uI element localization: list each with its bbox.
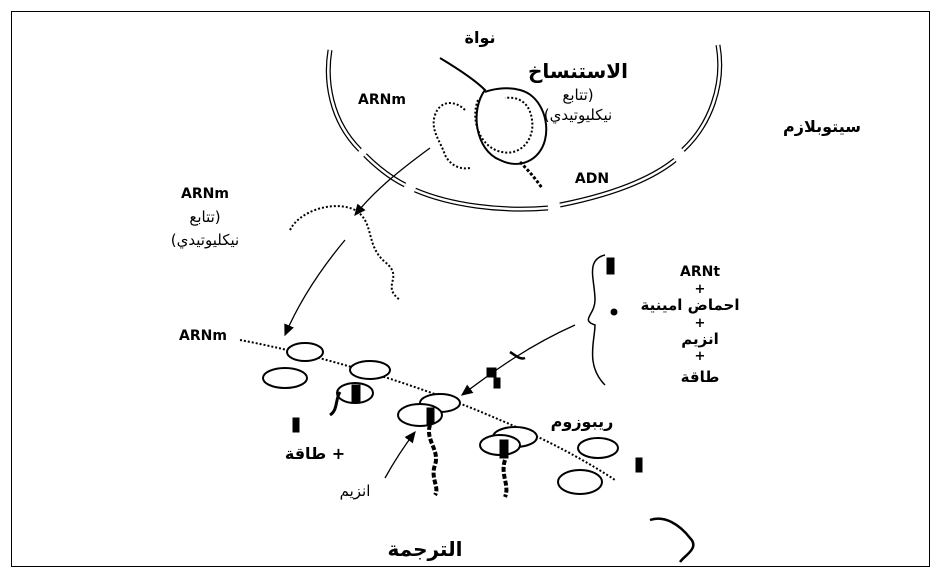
plus-3: +: [695, 349, 706, 364]
sequence-close-1: نيكليوتيدي): [544, 106, 612, 125]
amino-acids-label: احماض امينية: [641, 296, 740, 314]
energy-label-1: طاقة: [681, 368, 720, 386]
arnm-in-nucleus: [434, 103, 470, 168]
transcription-label: الاستنساخ: [528, 59, 628, 83]
arnm-label-cyto: ARNm: [181, 186, 229, 202]
sequence-close-2: نيكليوتيدي): [171, 231, 239, 250]
arnm-label-translation: ARNm: [179, 328, 227, 344]
to-ribosome-arrow: [285, 240, 345, 335]
sequence-open-2: (تتابع: [189, 208, 220, 226]
plus-2: +: [695, 316, 706, 331]
nuclear-envelope: [328, 45, 719, 209]
arnm-label-nucleus: ARNm: [358, 92, 406, 108]
adn-label: ADN: [575, 171, 609, 187]
enzyme-arrow: [385, 432, 415, 478]
energy-label-2: + طاقة: [285, 444, 345, 463]
enzyme-label-1: انزيم: [681, 330, 719, 348]
sequence-open-1: (تتابع: [562, 86, 593, 104]
enzyme-label-2: انزيم: [340, 482, 371, 500]
arnm-cytoplasm: [290, 206, 400, 300]
nucleus-label: نواة: [465, 28, 496, 47]
ribosome-label: ريبوزوم: [551, 412, 614, 431]
translation-label: الترجمة: [388, 537, 463, 561]
supply-brace: [588, 255, 605, 385]
trna-and-peptides: [293, 258, 693, 562]
arnt-label: ARNt: [680, 264, 720, 280]
plus-1: +: [695, 282, 706, 297]
cytoplasm-label: سيتوبلازم: [783, 117, 861, 136]
supply-arrow: [462, 325, 575, 395]
